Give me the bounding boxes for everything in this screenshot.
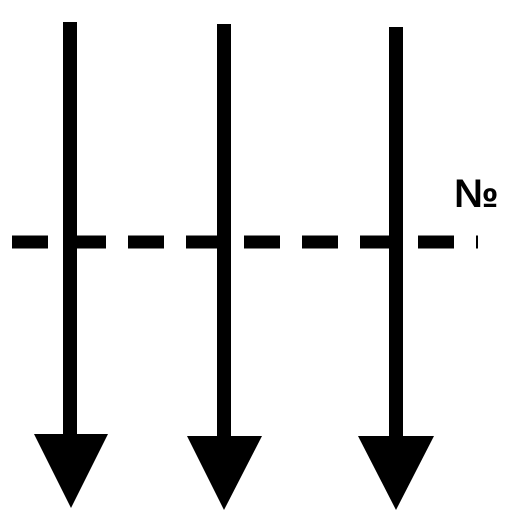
down-arrow-3 (358, 27, 434, 510)
arrow-1-head (34, 434, 108, 508)
arrow-2-shaft (217, 24, 231, 444)
numero-sign-label: № (454, 172, 499, 216)
down-arrow-1 (34, 22, 108, 508)
arrow-2-head (187, 436, 262, 510)
arrow-1-shaft (63, 22, 77, 442)
down-arrow-2 (187, 24, 262, 510)
arrow-3-head (358, 436, 434, 510)
